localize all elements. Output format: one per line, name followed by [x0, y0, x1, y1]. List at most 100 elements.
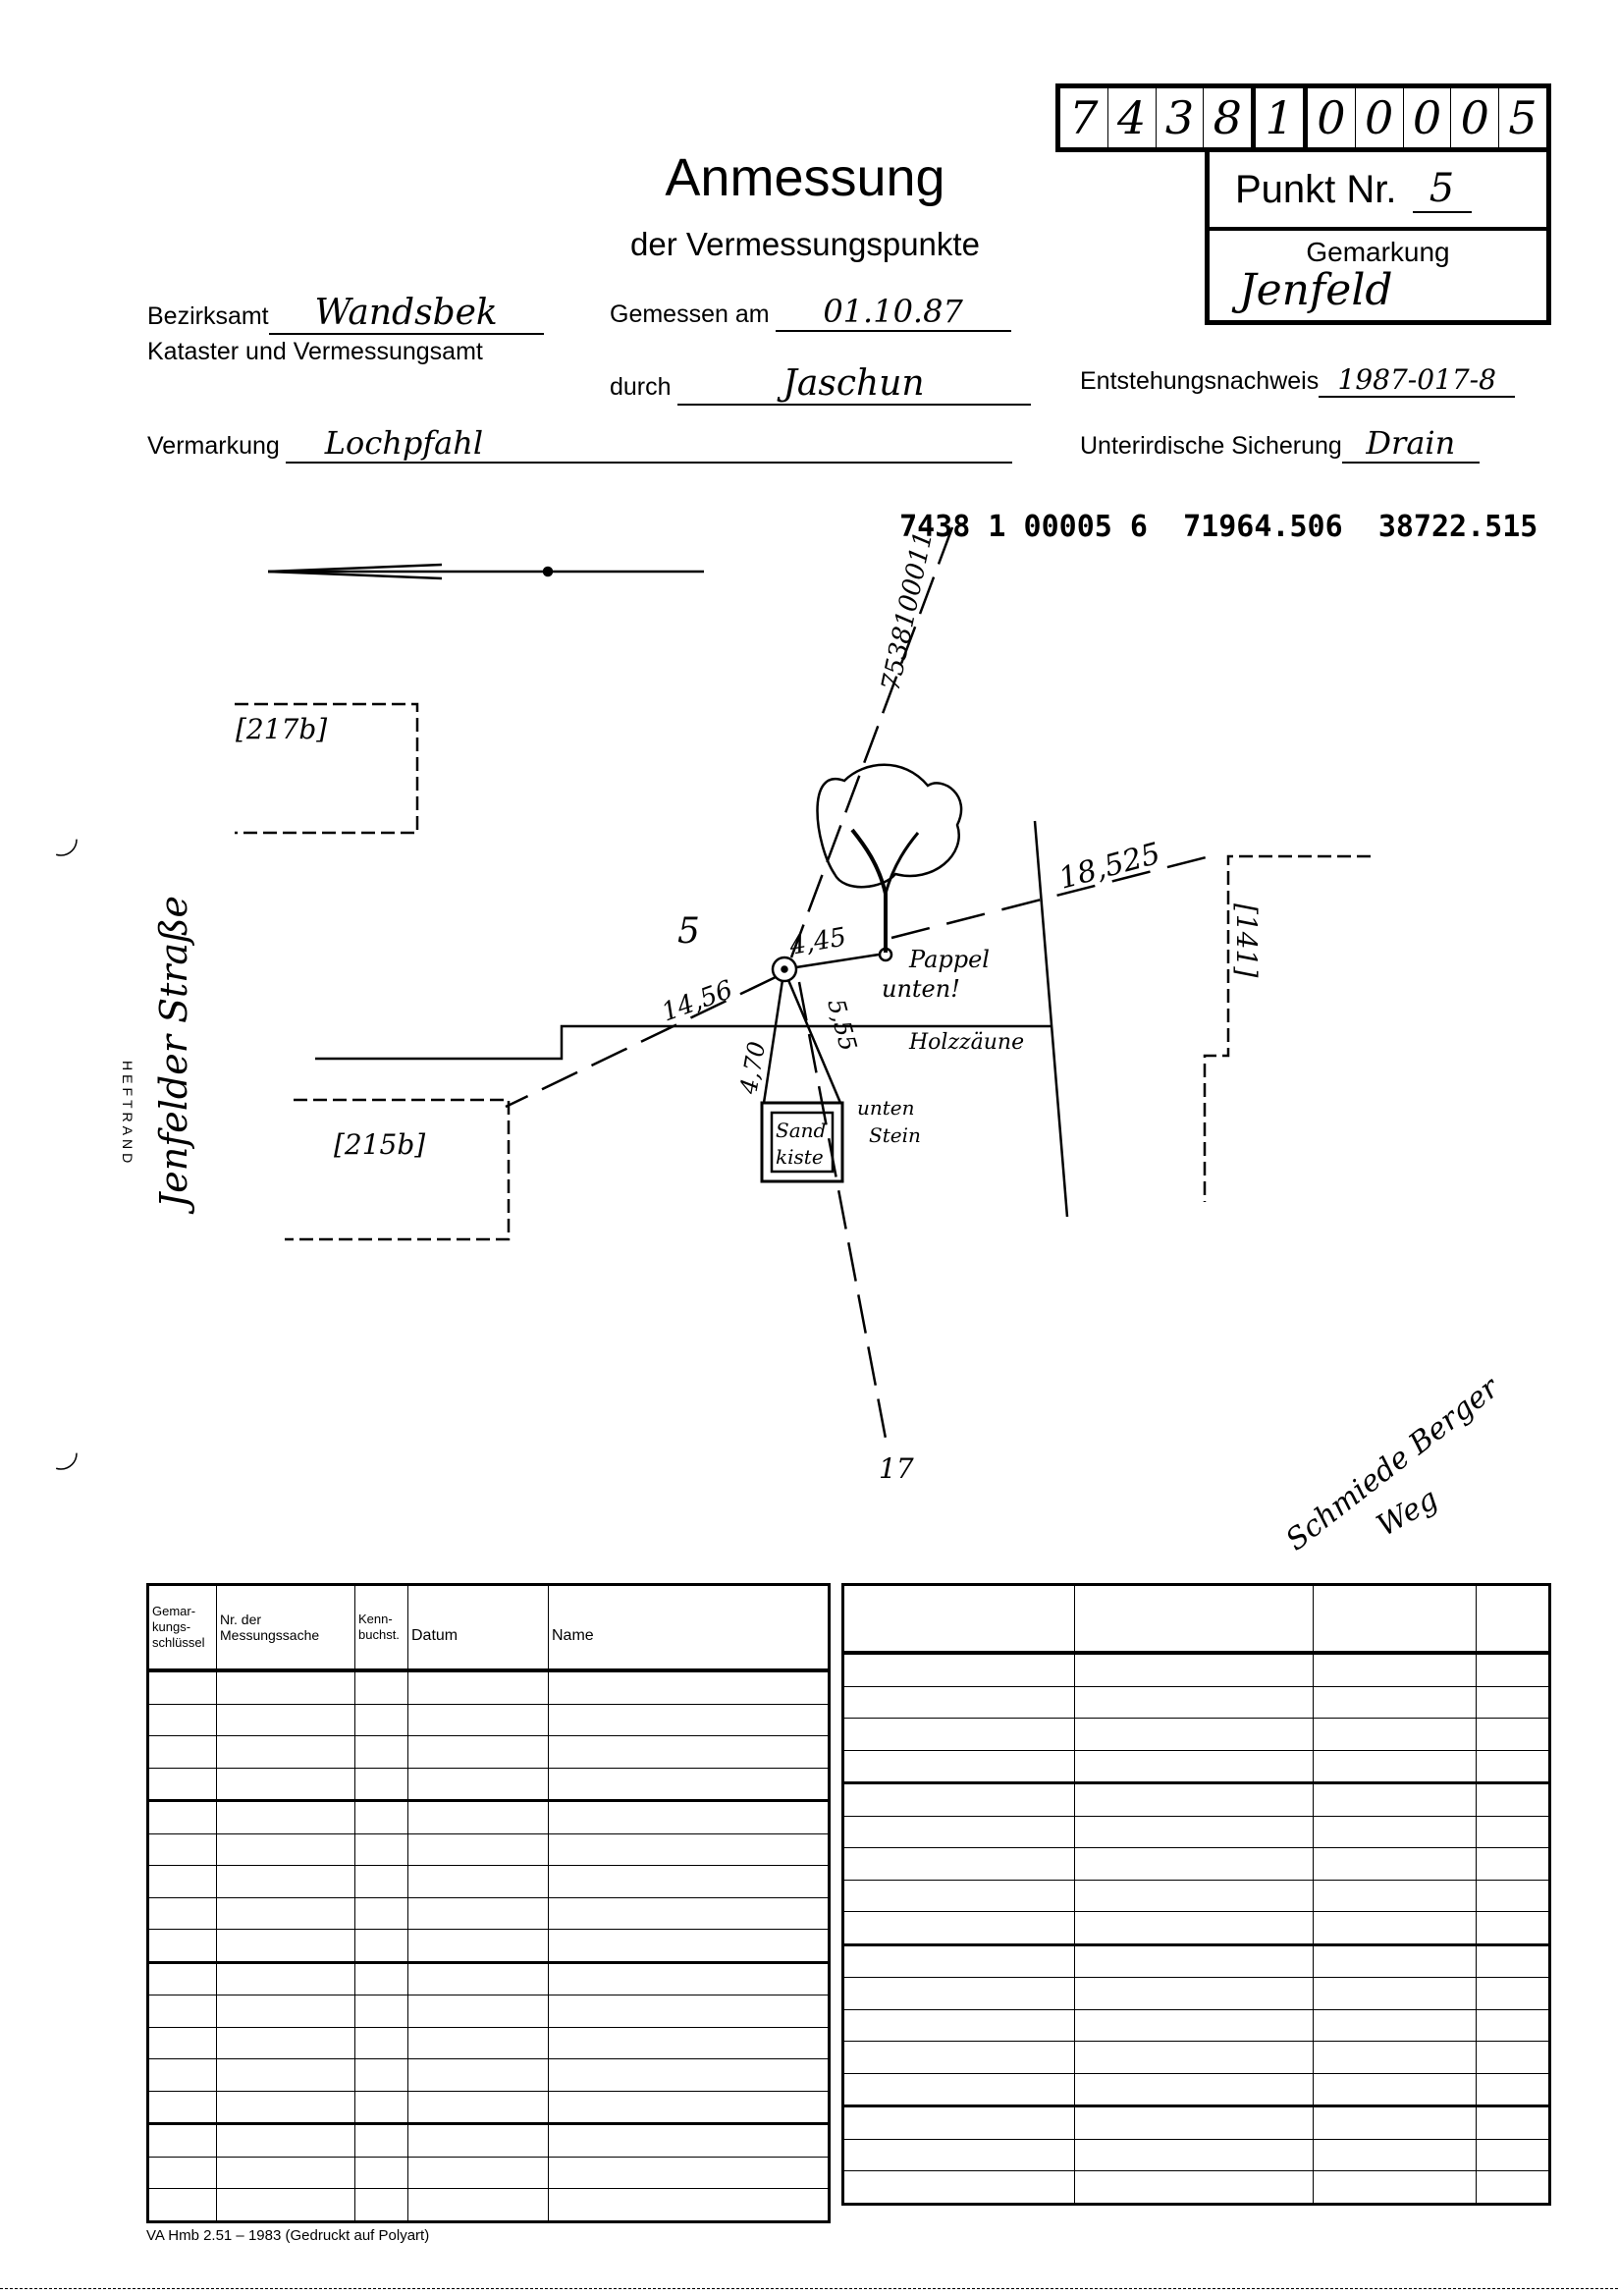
table-row	[842, 1685, 1550, 1719]
table-cell	[354, 1995, 408, 2028]
coord-x: 71964.506	[1183, 510, 1343, 544]
building-217b	[235, 702, 419, 835]
digit: 8	[1204, 88, 1257, 147]
measure-line-555	[786, 979, 842, 1104]
table-cell	[354, 2026, 408, 2059]
table-cell	[1074, 2008, 1314, 2042]
table-cell	[354, 1865, 408, 1898]
sandbox-icon	[760, 1101, 844, 1183]
coordinate-line: 7438 1 00005 6 71964.506 38722.515	[864, 475, 1537, 544]
table-cell	[354, 2058, 408, 2092]
table-row	[147, 1703, 830, 1736]
footer-note: VA Hmb 2.51 – 1983 (Gedruckt auf Polyart…	[146, 2227, 430, 2244]
form-subtitle: der Vermessungspunkte	[630, 226, 980, 262]
table-cell	[1313, 1781, 1477, 1817]
table-cell	[548, 1896, 830, 1930]
table-cell	[354, 1703, 408, 1736]
table-cell	[407, 1995, 549, 2028]
table-cell	[407, 2122, 549, 2158]
table-cell	[147, 1799, 217, 1834]
table-cell	[1074, 2138, 1314, 2171]
table-cell	[147, 2188, 217, 2222]
table-cell	[354, 2156, 408, 2189]
table-cell	[147, 2090, 217, 2124]
table-row	[147, 2188, 830, 2222]
stone-label: unten	[857, 1096, 915, 1120]
digit: 0	[1451, 88, 1500, 147]
table-cell	[216, 1703, 355, 1736]
table-cell	[1074, 1652, 1314, 1687]
table-row	[147, 1896, 830, 1930]
table-cell	[1074, 1685, 1314, 1719]
table-cell	[1074, 2072, 1314, 2106]
table-cell	[842, 2105, 1075, 2140]
table-cell	[842, 1847, 1075, 1881]
table-cell	[842, 2008, 1075, 2042]
durch-value: Jaschun	[676, 363, 1031, 406]
table-row	[842, 1911, 1550, 1945]
table-row	[147, 1767, 830, 1801]
gemessen-label: Gemessen am	[610, 301, 770, 328]
table-cell	[216, 1995, 355, 2028]
survey-line	[797, 981, 889, 1445]
table-cell	[407, 2156, 549, 2189]
table-cell	[1476, 1977, 1550, 2010]
table-row	[147, 2058, 830, 2092]
table-cell	[1313, 2170, 1477, 2205]
table-cell	[1476, 1911, 1550, 1945]
table-cell	[216, 2122, 355, 2158]
table-cell	[354, 2122, 408, 2158]
bezirksamt-label: Bezirksamt	[147, 302, 269, 330]
street-label: Jenfelder Straße	[152, 896, 195, 1215]
punkt-value: 5	[1412, 166, 1472, 213]
measure-line-1456	[505, 975, 777, 1109]
sicherung-label: Unterirdische Sicherung	[1080, 432, 1342, 460]
table-cell	[407, 1929, 549, 1963]
digit: 7	[1060, 88, 1108, 147]
table-cell	[1476, 2105, 1550, 2140]
table-cell	[354, 1669, 408, 1705]
table-cell	[216, 2026, 355, 2059]
table-cell	[147, 2026, 217, 2059]
gemarkung-label: Gemarkung	[1306, 237, 1450, 267]
table-row	[842, 1942, 1550, 1978]
table-cell	[1476, 1685, 1550, 1719]
table-cell	[842, 1749, 1075, 1783]
table-cell	[1313, 1815, 1477, 1848]
table-cell	[1074, 1942, 1314, 1978]
table-cell	[1313, 2072, 1477, 2106]
table-cell	[548, 1767, 830, 1801]
table-row	[842, 1781, 1550, 1817]
table-cell	[407, 1735, 549, 1769]
table-cell	[1074, 2041, 1314, 2074]
table-cell	[147, 1669, 217, 1705]
table-cell	[842, 1718, 1075, 1751]
table-cell	[548, 2188, 830, 2222]
table-row	[147, 2090, 830, 2124]
table-cell	[1476, 2041, 1550, 2074]
table-cell	[216, 1865, 355, 1898]
table-cell	[842, 1685, 1075, 1719]
table-cell	[407, 1960, 549, 1995]
table-cell	[1074, 2105, 1314, 2140]
table-cell	[1313, 1847, 1477, 1881]
table-cell	[548, 1735, 830, 1769]
table-cell	[1313, 1652, 1477, 1687]
distance-label: 18,525	[1055, 837, 1163, 897]
table-cell	[1476, 1749, 1550, 1783]
table-cell	[1476, 1942, 1550, 1978]
digit: 1	[1256, 88, 1308, 147]
table-cell	[354, 1832, 408, 1866]
coord-y: 38722.515	[1377, 510, 1538, 544]
table-row	[147, 1735, 830, 1769]
table-cell	[407, 2058, 549, 2092]
table-cell	[842, 2138, 1075, 2171]
table-cell	[548, 2090, 830, 2124]
table-cell	[354, 2090, 408, 2124]
table-cell	[842, 2170, 1075, 2205]
stone-label: Stein	[869, 1123, 921, 1147]
table-cell	[147, 1767, 217, 1801]
measure-line-470	[762, 979, 784, 1104]
